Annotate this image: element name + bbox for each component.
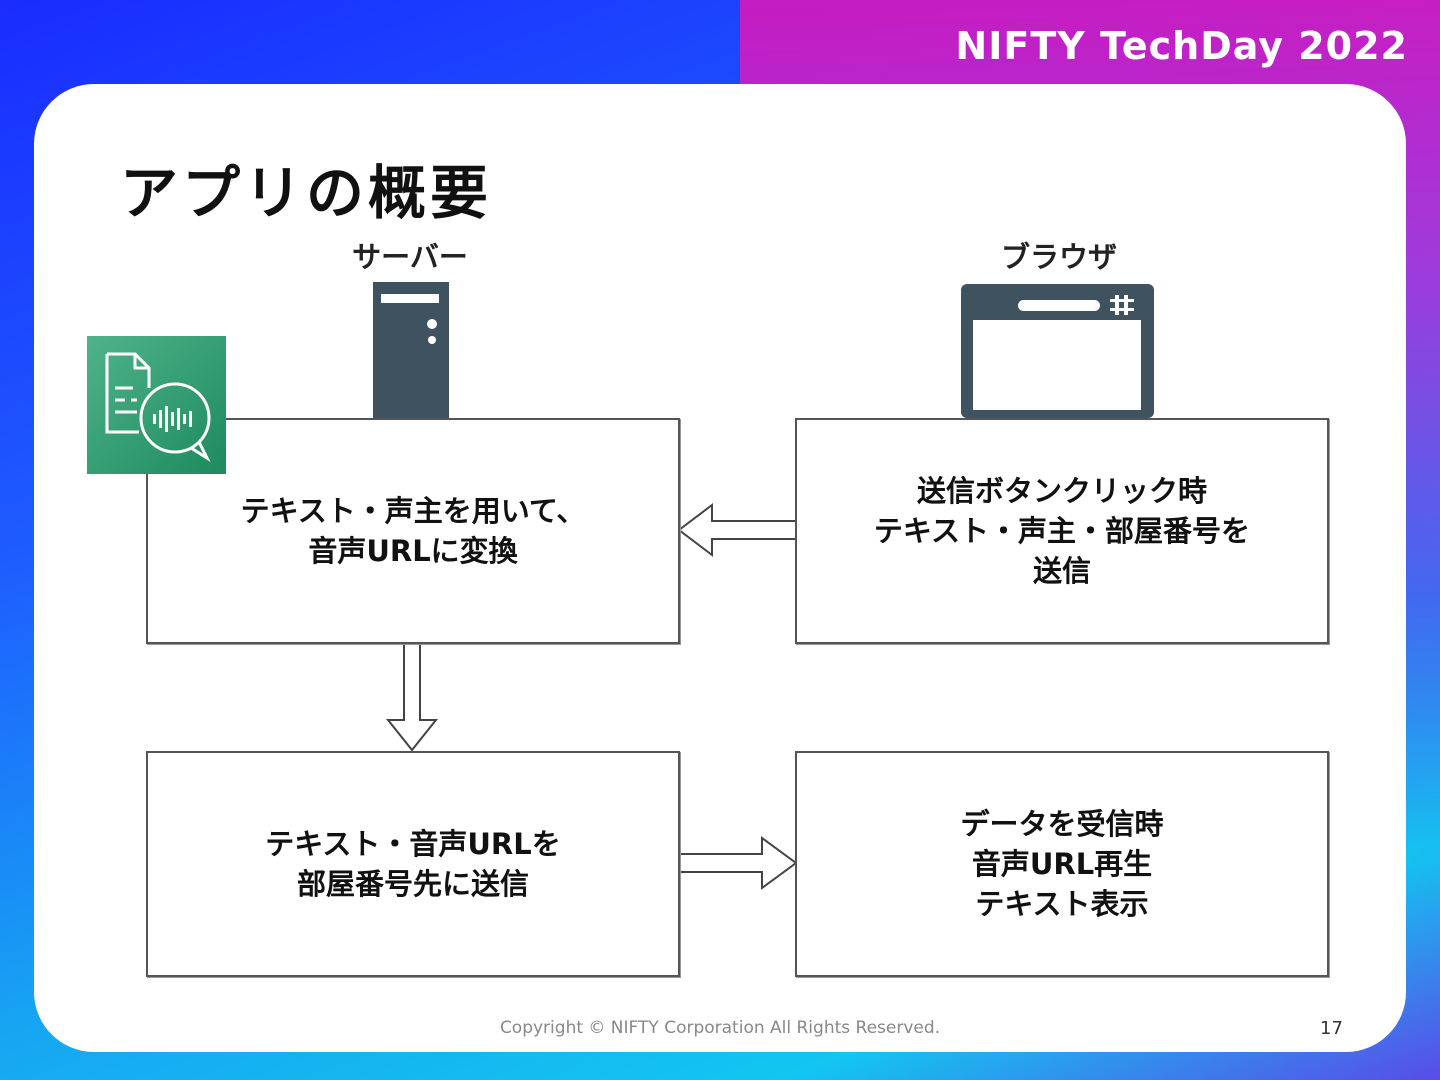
send-room-box: テキスト・音声URLを 部屋番号先に送信 (146, 751, 680, 977)
receive-box: データを受信時 音声URL再生 テキスト表示 (795, 751, 1329, 977)
aws-transcribe-icon (87, 336, 226, 474)
arrow-down-process (385, 641, 439, 752)
send-room-box-text: テキスト・音声URLを 部屋番号先に送信 (265, 827, 561, 901)
arrow-left-request (677, 502, 797, 558)
browser-window-icon (961, 284, 1154, 418)
nifty-techday-logo: NIFTY TechDay 2022 (955, 24, 1408, 68)
convert-box-text: テキスト・声主を用いて、 音声URLに変換 (240, 494, 586, 568)
slide-card: アプリの概要 サーバー ブラウザ テキスト・声主を用いて、 音声U (34, 84, 1406, 1052)
diagram-graphics (373, 282, 1154, 890)
page-number: 17 (1320, 1018, 1343, 1039)
send-click-box-text: 送信ボタンクリック時 テキスト・声主・部屋番号を 送信 (873, 474, 1251, 588)
copyright-footer: Copyright © NIFTY Corporation All Rights… (499, 1018, 941, 1038)
arrow-right-deliver (678, 836, 798, 890)
server-label: サーバー (352, 240, 468, 274)
server-tower-icon (373, 282, 449, 418)
convert-box: テキスト・声主を用いて、 音声URLに変換 (146, 418, 680, 644)
send-click-box: 送信ボタンクリック時 テキスト・声主・部屋番号を 送信 (795, 418, 1329, 644)
receive-box-text: データを受信時 音声URL再生 テキスト表示 (960, 807, 1164, 921)
browser-label: ブラウザ (1000, 240, 1117, 274)
slide-title: アプリの概要 (120, 159, 493, 227)
